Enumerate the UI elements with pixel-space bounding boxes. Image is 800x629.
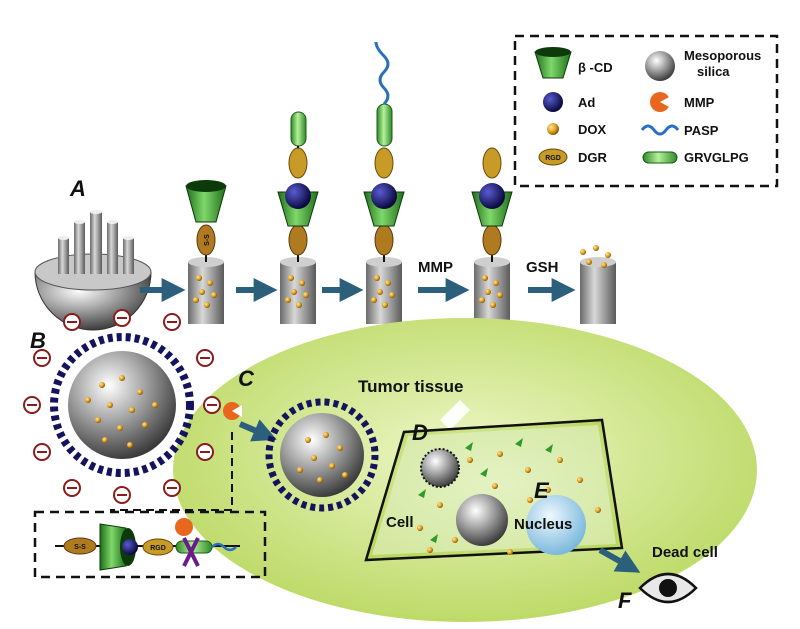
legend-silica-label: silica bbox=[697, 64, 730, 79]
legend-mesoporous-label: Mesoporous bbox=[684, 48, 761, 63]
legend-pasp-label: PASP bbox=[684, 123, 719, 138]
legend: β -CD Mesoporous silica Ad MMP DOX PASP … bbox=[513, 34, 779, 188]
ss-linker-text: S-S bbox=[204, 234, 211, 246]
charged-nanoparticle bbox=[50, 333, 194, 477]
inset-rgd-text: RGD bbox=[150, 545, 166, 552]
released-dox-cloud bbox=[417, 438, 601, 555]
cell-silica-core bbox=[456, 494, 508, 546]
legend-grvglpg-label: GRVGLPG bbox=[684, 150, 749, 165]
mesoporous-silica-particle bbox=[34, 210, 152, 331]
legend-beta-cd-label: β -CD bbox=[578, 60, 613, 75]
step-label-b: B bbox=[30, 328, 46, 353]
mmp-arrow-label: MMP bbox=[418, 259, 453, 276]
minus-signs bbox=[27, 317, 217, 496]
step-label-e: E bbox=[534, 478, 550, 503]
cell-label: Cell bbox=[386, 514, 414, 531]
ad-ball-icon bbox=[543, 92, 563, 112]
step-label-d: D bbox=[412, 420, 428, 445]
cell-nanoparticle bbox=[420, 448, 460, 488]
legend-dox-label: DOX bbox=[578, 122, 607, 137]
pillar-step-4 bbox=[471, 147, 513, 324]
beta-cd-cone-icon bbox=[534, 47, 572, 79]
legend-dgr-label: DGR bbox=[578, 150, 608, 165]
gsh-arrow-label: GSH bbox=[526, 259, 559, 276]
pasp-wave-icon bbox=[640, 124, 680, 136]
inset-ss-text: S-S bbox=[74, 544, 86, 551]
step-label-c: C bbox=[238, 366, 255, 391]
callout-connector bbox=[110, 432, 233, 511]
pillar-step-5 bbox=[580, 245, 616, 324]
arrow-to-tumor bbox=[238, 419, 277, 442]
tumor-nanoparticle bbox=[265, 398, 379, 512]
silica-sphere-icon bbox=[645, 51, 675, 81]
dgr-oval-icon: RGD bbox=[538, 148, 568, 166]
tumor-tissue-label: Tumor tissue bbox=[358, 377, 463, 396]
dox-dot-icon bbox=[547, 123, 559, 135]
pillar-step-2 bbox=[277, 111, 319, 324]
pillar-step-3 bbox=[363, 41, 405, 324]
pillar-step-1: S-S bbox=[185, 180, 227, 324]
step-label-a: A bbox=[69, 176, 86, 201]
arrow-to-dead-cell bbox=[598, 547, 641, 573]
step-label-f: F bbox=[618, 588, 632, 613]
cleavage-inset: S-S RGD bbox=[33, 510, 267, 579]
dgr-oval-text: RGD bbox=[545, 155, 561, 162]
dead-cell-label: Dead cell bbox=[652, 544, 718, 561]
legend-mmp-label: MMP bbox=[684, 95, 715, 110]
nucleus bbox=[526, 495, 586, 555]
legend-ad-label: Ad bbox=[578, 95, 595, 110]
grvglpg-capsule-icon bbox=[642, 151, 678, 164]
nucleus-label: Nucleus bbox=[514, 516, 572, 533]
